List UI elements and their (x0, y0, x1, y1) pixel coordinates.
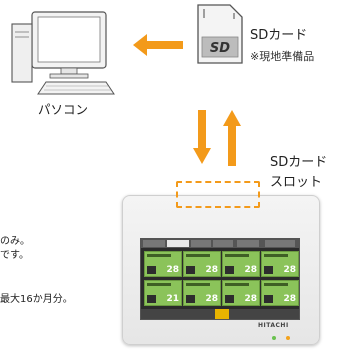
svg-text:SD: SD (210, 41, 230, 56)
unit-cell: 28 (222, 280, 260, 306)
unit-cell: 28 (261, 280, 299, 306)
pc-label: パソコン (37, 102, 88, 117)
unit-cell: 21 (144, 280, 182, 306)
sd-card-icon: SD (197, 4, 243, 64)
unit-cell: 28 (183, 251, 221, 277)
sd-card-label: SDカード (250, 28, 308, 43)
slot-label-line1: SDカード (270, 155, 328, 170)
cutoff-text-2: です。 (0, 250, 29, 261)
unit-cell: 28 (222, 251, 260, 277)
unit-cell: 28 (261, 251, 299, 277)
arrow-left-icon (133, 34, 183, 56)
unit-cell: 28 (144, 251, 182, 277)
status-led-orange (286, 336, 290, 340)
unit-cell: 28 (183, 280, 221, 306)
screen-tab-bar (141, 239, 299, 248)
brand-logo: HITACHI (258, 322, 289, 329)
controller-screen: 28 28 28 28 21 28 28 28 (140, 238, 300, 320)
sd-card-note: ※現地準備品 (250, 50, 315, 63)
computer-icon (11, 11, 115, 95)
cutoff-text-3: 最大16か月分。 (0, 294, 73, 305)
slot-label-line2: スロット (270, 175, 323, 190)
up-down-arrows-icon (193, 110, 241, 166)
screen-bottom-bar (141, 309, 299, 319)
sd-slot-highlight (176, 181, 260, 208)
cutoff-text-1: のみ。 (0, 236, 30, 247)
status-led-green (272, 336, 276, 340)
